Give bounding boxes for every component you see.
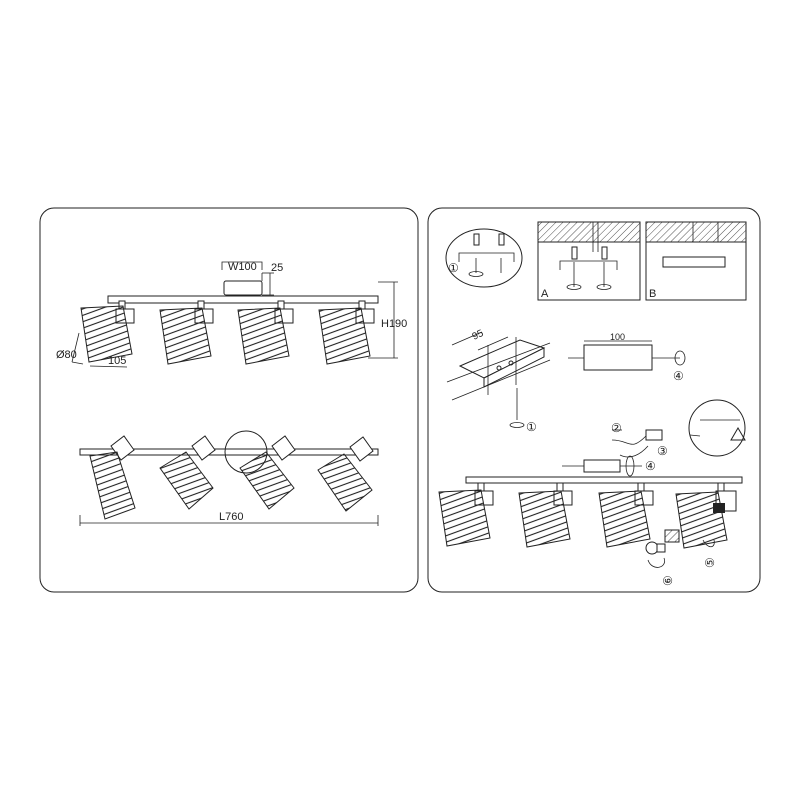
step-4-callout-assembly: ④: [645, 459, 656, 473]
bulb-installation: [645, 529, 715, 568]
installed-spotlight-bar: [465, 476, 743, 484]
shade-diameter-label: Ø80: [56, 349, 77, 361]
height-dimension: [368, 281, 398, 359]
mounting-variant-b: [645, 221, 747, 301]
wiring-connection: [611, 399, 746, 458]
installed-lamp-2: [518, 482, 573, 548]
step-2-callout: ②: [611, 421, 622, 435]
canopy-length-detail: [568, 340, 686, 371]
drilling-detail-oval: [445, 228, 523, 288]
bracket-hole-distance-label: 95: [471, 328, 486, 343]
installed-lamp-3: [598, 482, 654, 548]
top-view-lamp-2: [159, 435, 216, 510]
length-dimension: [79, 515, 379, 526]
top-view-lamp-1: [89, 435, 136, 520]
base-depth-dimension-label: 25: [271, 262, 283, 274]
canopy-length-label: 100: [610, 332, 625, 342]
step-1-callout-bracket: ①: [526, 420, 537, 434]
installed-lamp-4: [675, 482, 737, 549]
canopy-assembly: [562, 455, 642, 477]
step-1-callout: ①: [448, 261, 459, 275]
variant-b-label: B: [649, 288, 656, 300]
top-view-lamp-3: [239, 435, 296, 510]
lamp-head-2: [159, 300, 214, 365]
shade-length-label: 105: [108, 355, 126, 367]
lamp-head-3: [237, 300, 294, 365]
width-dimension-label: W100: [228, 261, 257, 273]
top-view-lamp-4: [317, 436, 374, 512]
installation-panel: [427, 207, 761, 593]
height-dimension-label: H190: [381, 318, 407, 330]
lamp-head-1: [80, 300, 135, 363]
mounting-variant-a: [537, 221, 641, 301]
step-3-callout: ③: [657, 444, 668, 458]
variant-a-label: A: [541, 288, 549, 300]
step-5-callout: ⑤: [703, 557, 717, 568]
dimensions-panel: [39, 207, 419, 593]
lamp-head-4: [318, 300, 375, 365]
spotlight-bar: [107, 295, 379, 304]
length-dimension-label: L760: [219, 511, 243, 523]
mounting-bracket: [446, 331, 551, 428]
canopy-base: [221, 261, 274, 296]
step-6-callout: ⑥: [661, 575, 675, 586]
installed-lamp-1: [438, 482, 494, 547]
step-4-callout: ④: [673, 369, 684, 383]
shade-dimension-lines: [71, 332, 128, 368]
